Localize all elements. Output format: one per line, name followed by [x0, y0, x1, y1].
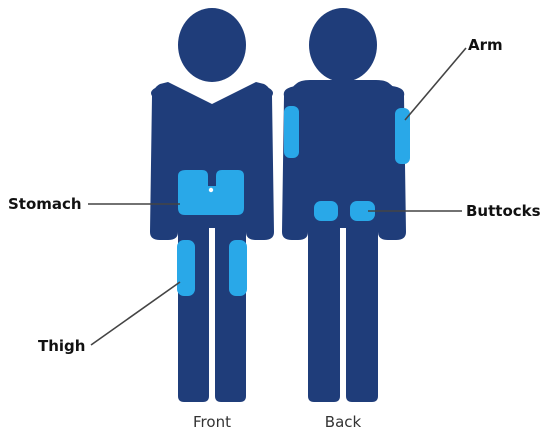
- buttocks-label: Buttocks: [466, 202, 541, 220]
- navel-dot: [209, 188, 213, 192]
- thigh-leader-line: [91, 282, 180, 345]
- front-left-arm: [150, 86, 178, 240]
- back-caption: Back: [325, 413, 362, 431]
- left-thigh-injection-area: [177, 240, 195, 296]
- arm-leader-line: [405, 48, 466, 120]
- left-arm-injection-area: [284, 106, 299, 158]
- thigh-label: Thigh: [38, 337, 85, 355]
- stomach-label: Stomach: [8, 195, 82, 213]
- back-figure: [282, 8, 410, 402]
- left-buttock-injection-area: [314, 201, 338, 221]
- front-figure: [150, 8, 274, 402]
- front-caption: Front: [193, 413, 231, 431]
- back-left-leg: [308, 222, 340, 402]
- back-right-leg: [346, 222, 378, 402]
- arm-label: Arm: [468, 36, 503, 54]
- right-thigh-injection-area: [229, 240, 247, 296]
- front-right-arm: [246, 86, 274, 240]
- back-head: [309, 8, 377, 82]
- front-head: [178, 8, 246, 82]
